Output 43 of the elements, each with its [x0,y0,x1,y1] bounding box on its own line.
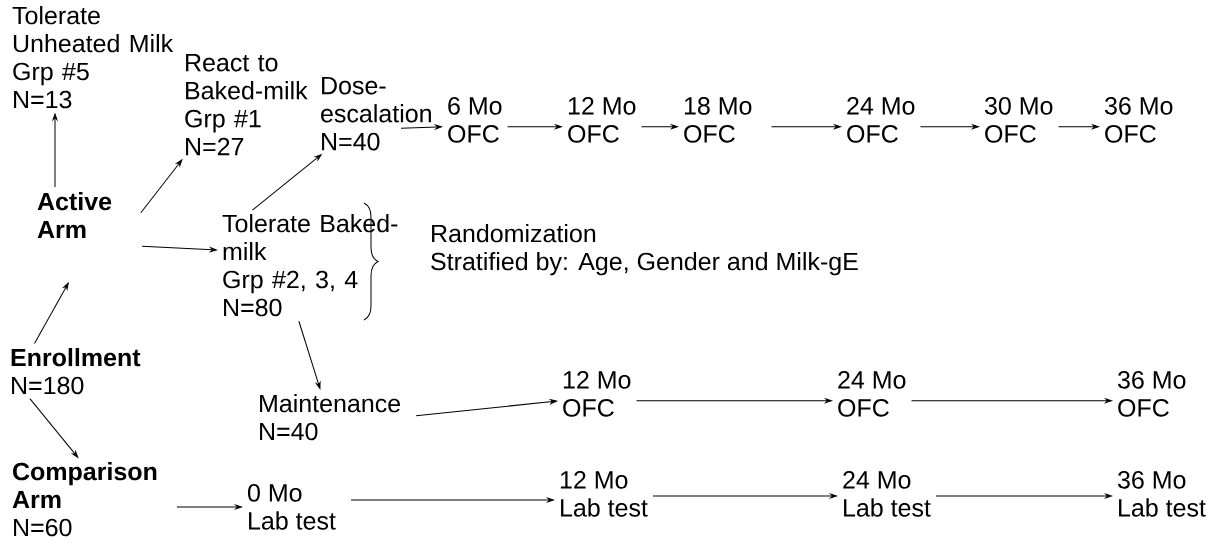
arrow [415,399,557,417]
arrow [507,124,562,130]
timepoint-label: 36 Mo Lab test [1117,471,1206,517]
arm-label: Comparison Arm N=60 [12,462,157,537]
arrow [350,497,554,503]
timepoint-label: 12 Mo OFC [563,371,631,417]
arrow [141,245,217,253]
group-label: Tolerate Unheated Milk Grp #5 N=13 [12,6,174,109]
arrow [641,124,678,130]
arm-label: Enrollment N=180 [11,348,141,395]
arrow [140,159,183,214]
arrow [33,282,69,344]
arrow [52,113,58,188]
arrow [29,398,79,458]
group-label: Dose-escalation N=40 [321,77,431,151]
arrow [920,124,979,130]
timepoint-label: 24 Mo OFC [847,97,915,143]
timepoint-label: 30 Mo OFC [984,97,1053,143]
timepoint-label: 18 Mo OFC [684,97,752,143]
arrow [176,504,242,510]
group-label: Tolerate Baked-milk Grp #2, 3, 4 N=80 [222,214,398,317]
group-label: Maintenance N=40 [260,394,401,441]
timepoint-label: 36 Mo OFC [1104,97,1173,143]
arm-label: Active Arm [37,192,112,239]
arrow [935,493,1112,499]
arrow [652,493,837,499]
timepoint-label: 12 Mo OFC [568,97,636,143]
note-text: Randomization [432,224,596,243]
timepoint-label: 24 Mo OFC [838,371,906,417]
arrow [1058,124,1099,130]
arrow [771,124,841,130]
group-label: React to Baked-milk Grp #1 N=27 [185,54,308,156]
timepoint-label: 6 Mo OFC [448,97,502,143]
timepoint-label: 0 Mo Lab test [248,484,336,530]
arrow [911,398,1112,404]
timepoint-label: 36 Mo OFC [1117,371,1186,417]
arrow [400,124,442,130]
arrow [298,320,321,390]
timepoint-label: 24 Mo Lab test [843,471,931,517]
arrow [636,398,832,404]
timepoint-label: 12 Mo Lab test [560,471,648,517]
note-text: Stratified by: Age, Gender and Milk-gE [431,252,858,276]
arrow [251,154,322,211]
